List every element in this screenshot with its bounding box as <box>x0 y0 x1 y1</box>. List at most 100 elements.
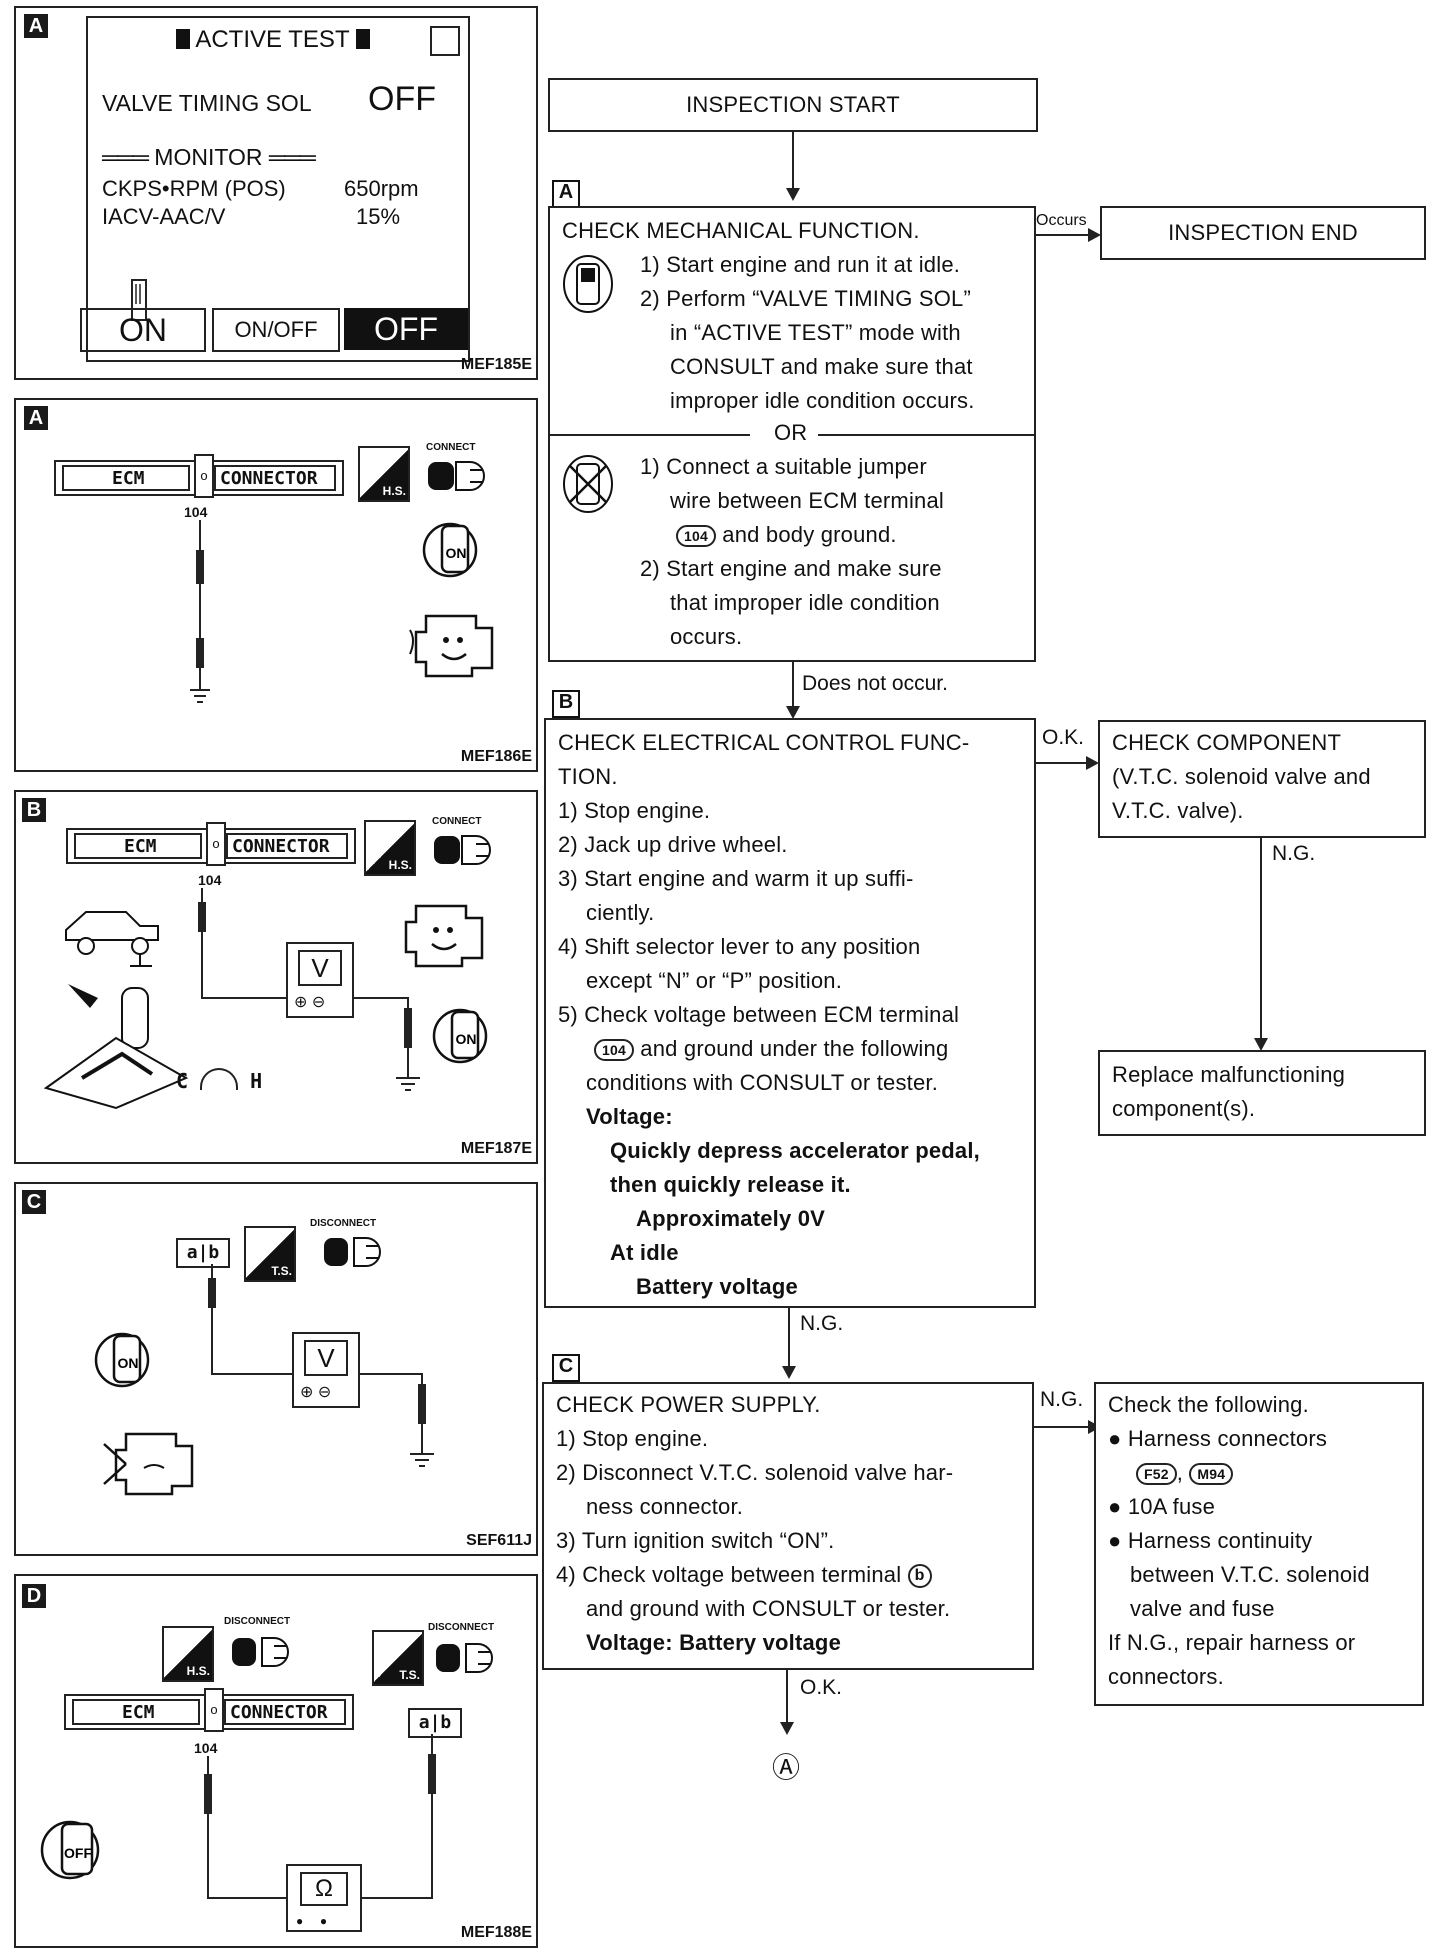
ohmmeter-icon: Ω ● ● <box>286 1864 362 1932</box>
step-line: and ground with CONSULT or tester. <box>586 1596 951 1621</box>
key-label: ON <box>446 545 467 561</box>
voltmeter-label: V <box>298 950 342 986</box>
key-label: ON <box>118 1355 139 1371</box>
temperature-gauge-icon: C H <box>176 1068 262 1093</box>
bullet-item: ● 10A fuse <box>1108 1494 1216 1519</box>
ignition-key-on-icon: ON <box>432 1008 488 1064</box>
panel-tag: A <box>24 14 48 38</box>
step-line: 2) Disconnect V.T.C. solenoid valve har- <box>556 1460 954 1485</box>
key-label: OFF <box>64 1845 92 1861</box>
no-consult-icon <box>563 455 613 513</box>
ts-icon: T.S. <box>244 1226 296 1282</box>
step-line: 1) Stop engine. <box>558 798 711 823</box>
connect-label: CONNECT <box>432 816 482 827</box>
terminal-label: 104 <box>198 872 222 888</box>
step-line: conditions with CONSULT or tester. <box>586 1070 939 1095</box>
step-line-with-terminal: 104 and body ground. <box>676 518 897 551</box>
check-component-box: CHECK COMPONENT (V.T.C. solenoid valve a… <box>1098 720 1426 838</box>
pointing-finger-icon <box>131 279 147 321</box>
arrow-right-icon <box>1086 756 1099 770</box>
pin-b-label: b <box>208 1242 220 1263</box>
off-button[interactable]: OFF <box>344 308 468 350</box>
check-following-box: Check the following. ● Harness connector… <box>1094 1382 1424 1706</box>
ts-icon: T.S. <box>372 1630 424 1686</box>
connector-label: CONNECTOR <box>230 1702 328 1723</box>
ng-label: N.G. <box>800 1312 844 1335</box>
screen-title: ACTIVE TEST <box>195 26 350 53</box>
step-a-box: CHECK MECHANICAL FUNCTION. 1) Start engi… <box>548 206 1036 662</box>
bullet-text: between V.T.C. solenoid <box>1130 1562 1370 1587</box>
ecm-connector: ECM o CONNECTOR <box>64 1688 354 1732</box>
bullet-item: ● Harness connectors <box>1108 1426 1328 1451</box>
ohmmeter-label: Ω <box>300 1872 348 1906</box>
ignition-key-on-icon: ON <box>422 522 478 578</box>
terminal-tag: b <box>907 1564 932 1589</box>
solenoid-connector-icon: a|b <box>176 1238 230 1268</box>
bullet-text: Harness connectors <box>1127 1426 1328 1451</box>
terminal-label: 104 <box>184 504 208 520</box>
hs-label: H.S. <box>186 1664 210 1678</box>
ts-label: T.S. <box>399 1668 420 1682</box>
connect-plug-icon <box>428 461 485 491</box>
arrow-right-icon <box>1088 228 1101 242</box>
gauge-hot-label: H <box>250 1069 263 1093</box>
box-line: V.T.C. valve). <box>1112 798 1244 823</box>
connect-label: CONNECT <box>426 442 476 453</box>
step-line: 4) Check voltage between terminal <box>556 1562 902 1587</box>
step-line: 2) Perform “VALVE TIMING SOL” <box>640 286 971 311</box>
shift-lever-icon <box>43 984 189 1110</box>
ng-label: N.G. <box>1272 842 1316 865</box>
solenoid-connector-icon: a|b <box>408 1708 462 1738</box>
step-line: 1) Stop engine. <box>556 1426 709 1451</box>
ecm-label: ECM <box>124 836 157 857</box>
replace-component-box: Replace malfunctioning component(s). <box>1098 1050 1426 1136</box>
title-mark-icon <box>355 29 370 49</box>
step-line: and ground under the following <box>640 1036 949 1061</box>
figure-code: SEF611J <box>466 1532 532 1549</box>
ts-label: T.S. <box>271 1264 292 1278</box>
on-button[interactable]: ON <box>80 308 206 352</box>
step-line: CONSULT and make sure that <box>670 354 973 379</box>
screen-corner-box <box>430 26 460 56</box>
step-line: 3) Start engine and warm it up suffi- <box>558 866 914 891</box>
step-tag: A <box>552 180 580 208</box>
step-line-with-terminal: 4) Check voltage between terminal b <box>556 1558 932 1591</box>
pin-a-label: a <box>186 1242 198 1263</box>
gauge-cold-label: C <box>176 1069 189 1093</box>
engine-icon <box>409 614 494 678</box>
jumper-wire <box>190 520 210 703</box>
step-tag: B <box>552 690 580 718</box>
ohmmeter-wiring <box>204 1734 436 1899</box>
connector-tag: M94 <box>1189 1463 1234 1486</box>
step-b-box: CHECK ELECTRICAL CONTROL FUNC- TION. 1) … <box>544 718 1036 1308</box>
or-divider: OR <box>774 420 808 445</box>
active-test-item: VALVE TIMING SOL <box>102 90 312 116</box>
pin-b-label: b <box>440 1712 452 1733</box>
on-button-label: ON <box>119 312 167 348</box>
connect-plug-icon <box>434 835 491 865</box>
monitor-row-label: CKPS•RPM (POS) <box>102 176 286 201</box>
panel-tag: B <box>22 798 46 822</box>
inspection-start-box: INSPECTION START <box>548 78 1038 132</box>
box-line: (V.T.C. solenoid valve and <box>1112 764 1371 789</box>
monitor-row-value: 15% <box>356 204 401 229</box>
voltage-condition: At idle <box>610 1240 679 1265</box>
ok-label: O.K. <box>800 1676 843 1699</box>
panel-harness-continuity: D H.S. DISCONNECT T.S. DISCONNECT ECM o … <box>14 1574 538 1948</box>
disconnect-label: DISCONNECT <box>428 1622 495 1633</box>
bullet-text: valve and fuse <box>1130 1596 1275 1621</box>
connector-pin-icon: o <box>204 1688 224 1732</box>
step-line: occurs. <box>670 624 743 649</box>
figure-code: MEF187E <box>460 1140 532 1157</box>
step-line: in “ACTIVE TEST” mode with <box>670 320 961 345</box>
box-line: CHECK COMPONENT <box>1112 730 1342 755</box>
on-off-button[interactable]: ON/OFF <box>212 308 340 352</box>
connector-pin-icon: o <box>194 454 214 498</box>
step-line: 1) Connect a suitable jumper <box>640 454 927 479</box>
box-line: connectors. <box>1108 1664 1224 1689</box>
panel-power-supply-check: C a|b V ⊕ ⊖ T.S. DISCONNECT ON SEF611J <box>14 1182 538 1556</box>
ok-label: O.K. <box>1042 726 1085 749</box>
hs-icon: H.S. <box>364 820 416 876</box>
inspection-end-label: INSPECTION END <box>1168 220 1358 245</box>
hs-icon: H.S. <box>162 1626 214 1682</box>
